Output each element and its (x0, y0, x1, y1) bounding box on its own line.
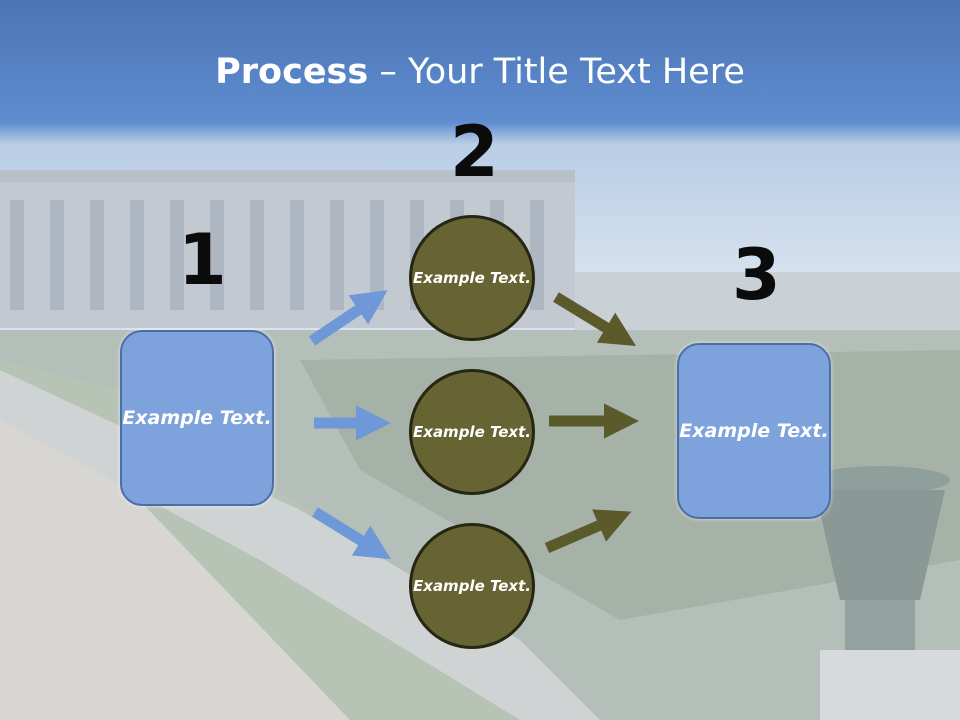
arrow-box1-to-circle-bottom (312, 507, 391, 560)
step-circle-middle: Example Text. (409, 369, 535, 495)
step-circle-bottom-label: Example Text. (413, 576, 531, 595)
step-box-3: Example Text. (677, 343, 831, 519)
step-number-2: 2 (450, 111, 499, 193)
step-number-1: 1 (178, 219, 227, 301)
title-bold: Process (215, 52, 369, 92)
step-box-3-label: Example Text. (679, 419, 829, 442)
step-circle-middle-label: Example Text. (413, 422, 531, 441)
step-circle-top: Example Text. (409, 215, 535, 341)
slide-title: Process – Your Title Text Here (0, 52, 960, 92)
step-circle-top-label: Example Text. (413, 268, 531, 287)
step-circle-bottom: Example Text. (409, 523, 535, 649)
arrow-circle-top-to-box3 (553, 292, 637, 347)
step-number-3: 3 (732, 234, 781, 316)
arrow-box1-to-circle-top (308, 290, 388, 346)
arrow-circle-bottom-to-box3 (544, 509, 632, 554)
title-rest: – Your Title Text Here (368, 52, 745, 92)
step-box-1-label: Example Text. (122, 406, 272, 429)
step-box-1: Example Text. (120, 330, 274, 506)
